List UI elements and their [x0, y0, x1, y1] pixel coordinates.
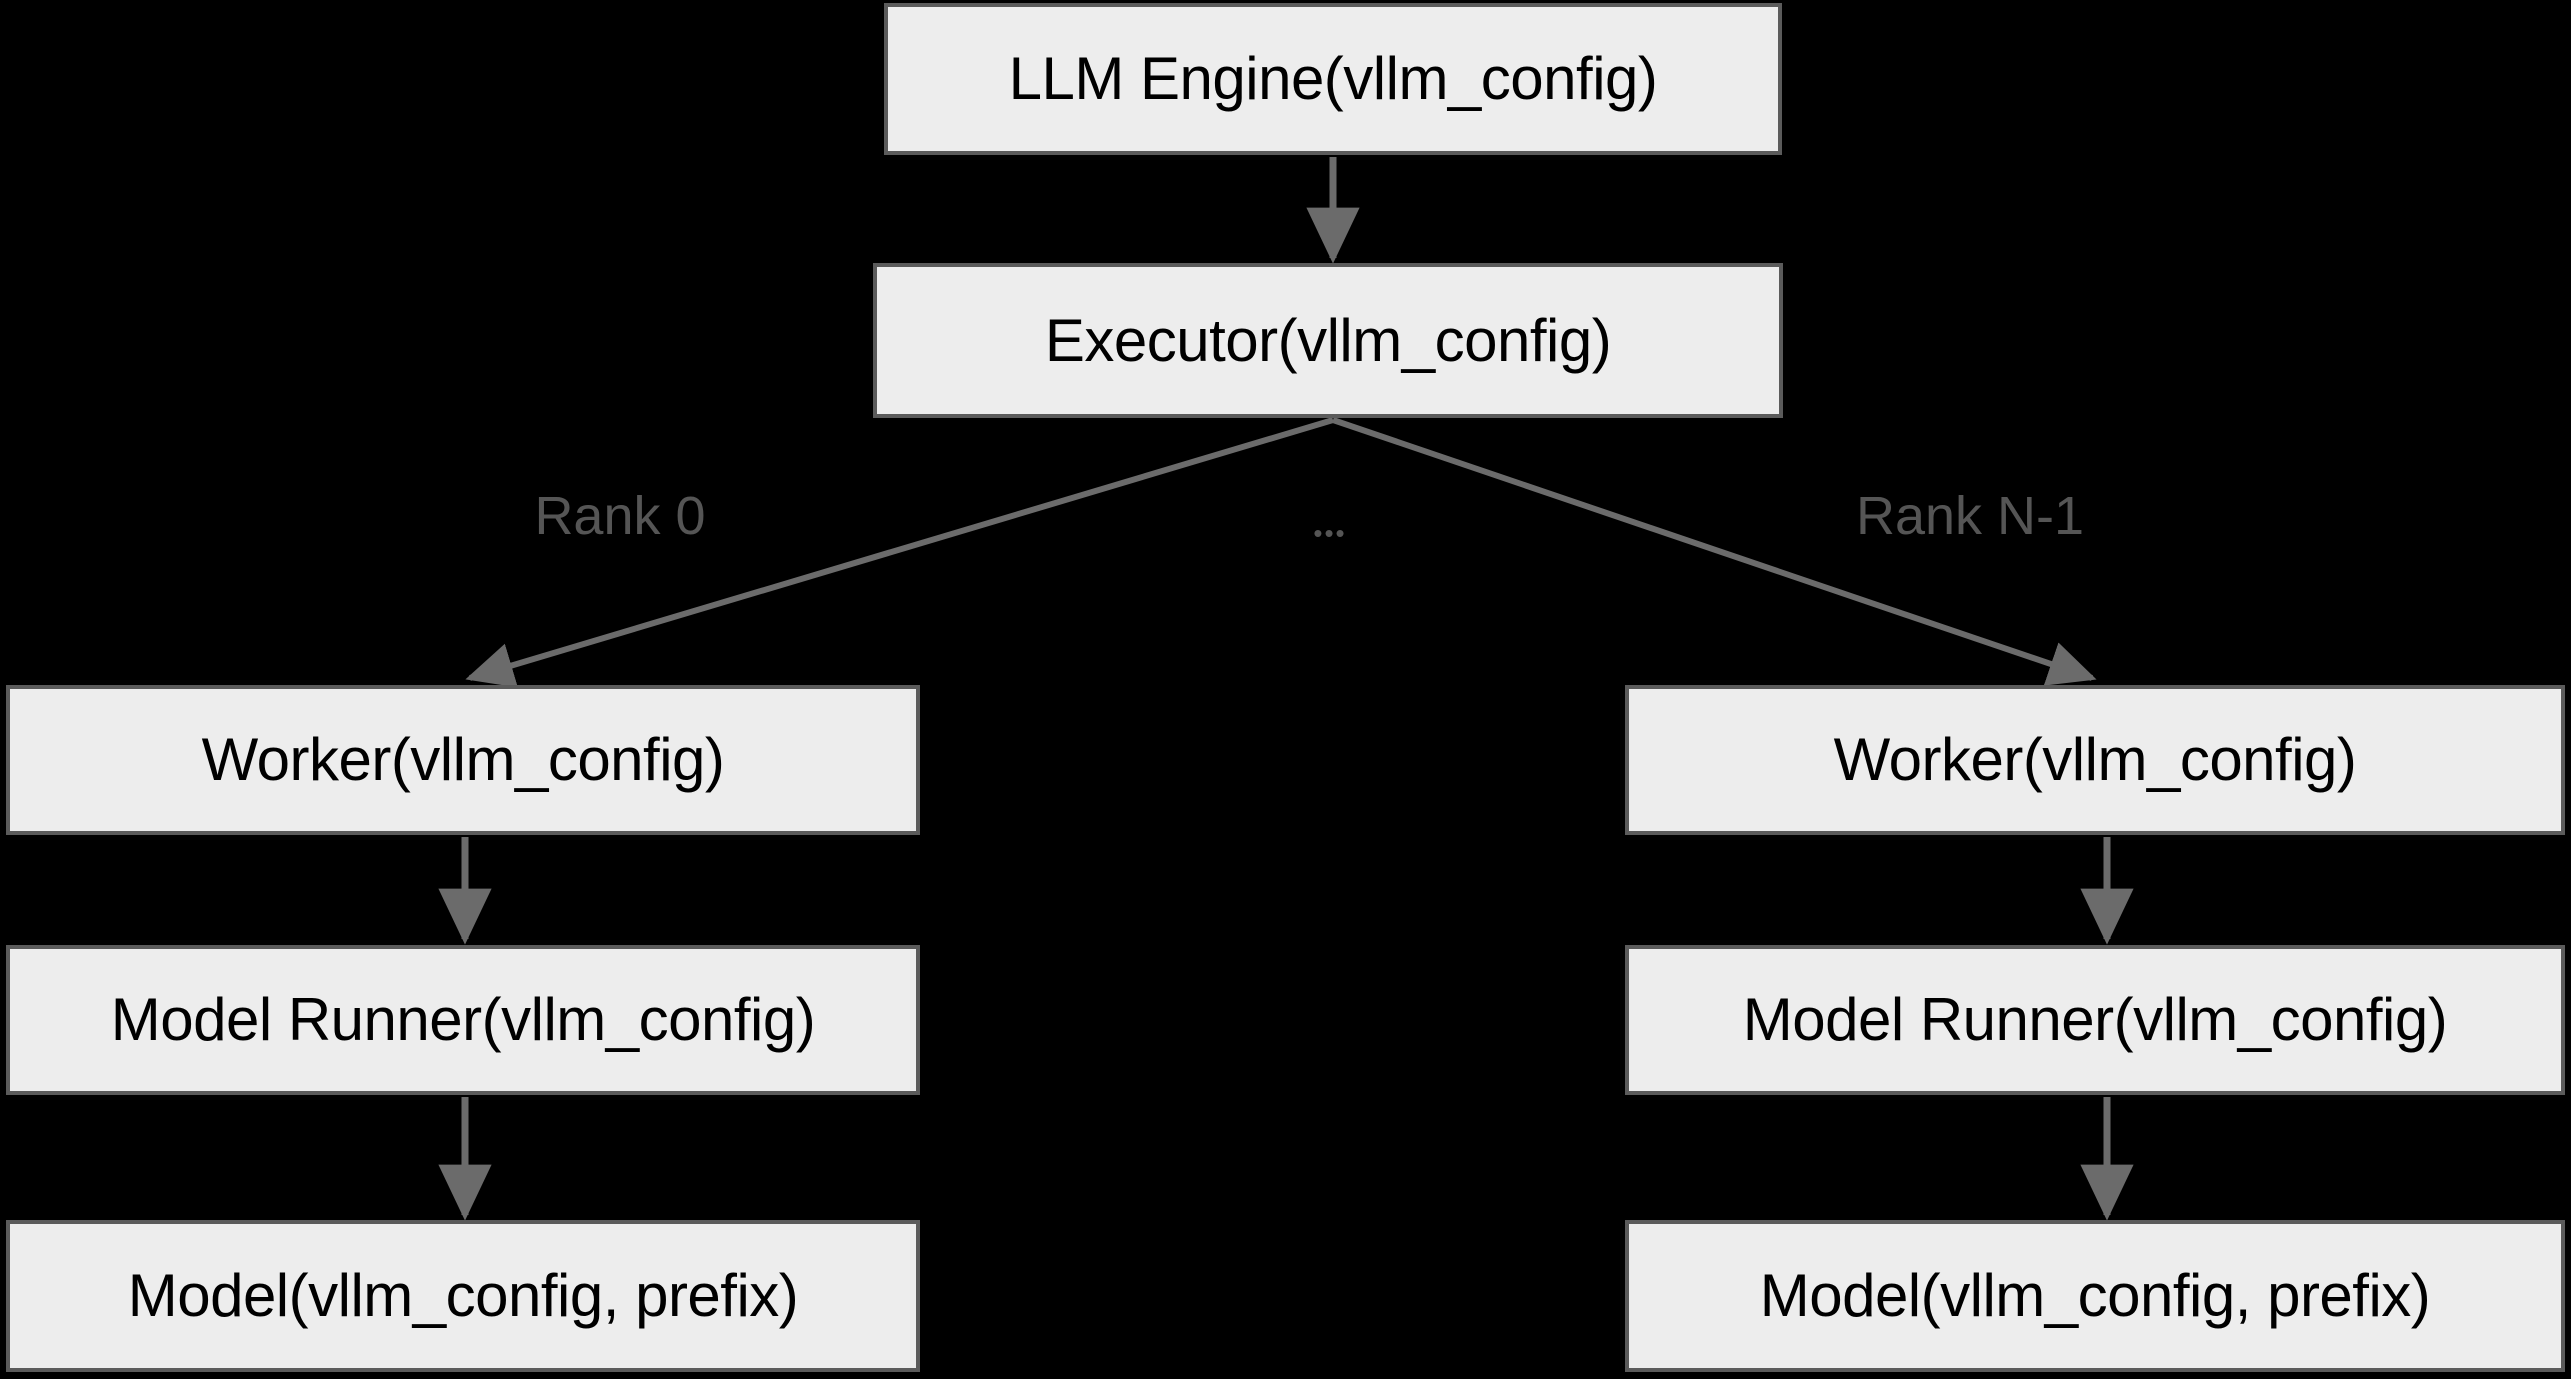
node-worker-rankn[interactable]: Worker(vllm_config)	[1625, 685, 2565, 835]
node-model-runner-rank0-label: Model Runner(vllm_config)	[110, 986, 816, 1053]
edge-label-rank-n-minus-1: Rank N-1	[1855, 486, 2085, 546]
node-worker-rank0[interactable]: Worker(vllm_config)	[6, 685, 920, 835]
edge-label-rank-0: Rank 0	[534, 486, 706, 546]
node-model-rank0-label: Model(vllm_config, prefix)	[127, 1262, 799, 1329]
node-model-rankn-label: Model(vllm_config, prefix)	[1759, 1262, 2431, 1329]
edge-label-ellipsis: •••	[1313, 518, 1347, 548]
node-model-runner-rankn-label: Model Runner(vllm_config)	[1742, 986, 2448, 1053]
node-worker-rankn-label: Worker(vllm_config)	[1833, 726, 2357, 793]
edge-executor-to-worker-rank0	[465, 417, 1334, 688]
node-executor[interactable]: Executor(vllm_config)	[873, 263, 1783, 418]
node-llm-engine-label: LLM Engine(vllm_config)	[1008, 45, 1658, 112]
node-model-runner-rankn[interactable]: Model Runner(vllm_config)	[1625, 945, 2565, 1095]
node-model-rank0[interactable]: Model(vllm_config, prefix)	[6, 1220, 920, 1372]
node-llm-engine[interactable]: LLM Engine(vllm_config)	[884, 3, 1782, 155]
node-model-rankn[interactable]: Model(vllm_config, prefix)	[1625, 1220, 2565, 1372]
node-model-runner-rank0[interactable]: Model Runner(vllm_config)	[6, 945, 920, 1095]
node-executor-label: Executor(vllm_config)	[1044, 306, 1612, 374]
node-worker-rank0-label: Worker(vllm_config)	[201, 726, 725, 793]
edge-executor-to-worker-rankn	[1332, 417, 2097, 686]
